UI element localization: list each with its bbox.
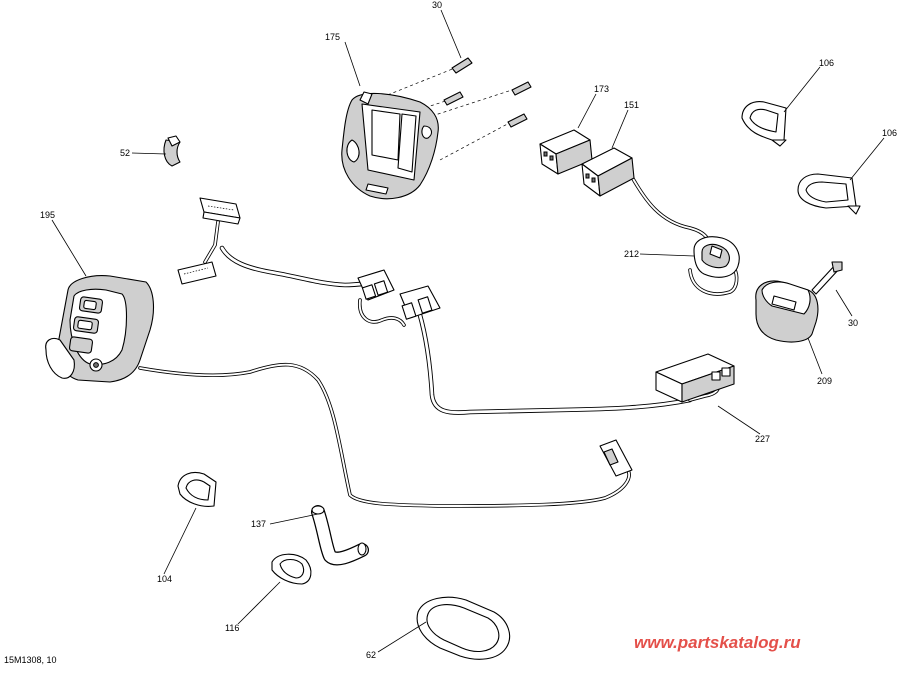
- callout-173: 173: [594, 84, 609, 94]
- ring-104: [177, 471, 217, 507]
- bracket-106-lower: [797, 173, 861, 215]
- callout-labels: 30 175 52 173 151 106 106 195 212 30 209…: [40, 0, 897, 660]
- module-227: [655, 353, 735, 403]
- callout-195: 195: [40, 210, 55, 220]
- handlebar-switch-195: [45, 275, 155, 383]
- harness-connector-upper: [199, 197, 241, 225]
- clip-52: [163, 135, 181, 167]
- harness-connector-lower: [177, 261, 217, 285]
- callout-62: 62: [366, 650, 376, 660]
- screw-30-right: [811, 261, 843, 295]
- gasket-62: [416, 596, 511, 660]
- callout-137: 137: [251, 519, 266, 529]
- diagram-code: 15M1308, 10: [4, 655, 57, 665]
- connector-173: [539, 129, 593, 175]
- callout-106-lower: 106: [882, 128, 897, 138]
- callout-209: 209: [817, 376, 832, 386]
- callout-116: 116: [225, 623, 239, 633]
- gasket-116: [271, 553, 312, 585]
- screw-set: [359, 57, 532, 161]
- harness-junction-connector-b: [399, 285, 441, 320]
- wiring-harness: [138, 175, 739, 508]
- callout-104: 104: [157, 574, 172, 584]
- callout-212: 212: [624, 249, 639, 259]
- callout-151: 151: [624, 100, 639, 110]
- callout-52: 52: [120, 148, 130, 158]
- hose-137: [311, 505, 369, 566]
- harness-junction-connector-a: [357, 269, 395, 301]
- callout-175: 175: [325, 32, 340, 42]
- callout-30-right: 30: [848, 318, 858, 328]
- leader-lines: [51, 9, 885, 653]
- watermark-text: www.partskatalog.ru: [634, 633, 801, 652]
- switch-block-209: [755, 280, 819, 343]
- bracket-106-upper: [741, 101, 787, 147]
- callout-227: 227: [755, 434, 770, 444]
- callout-106-upper: 106: [819, 58, 834, 68]
- harness-plug-right: [599, 439, 633, 477]
- connector-151: [581, 147, 635, 197]
- switch-housing-175: [341, 91, 439, 200]
- sensor-212: [693, 236, 740, 278]
- callout-30-top: 30: [432, 0, 442, 10]
